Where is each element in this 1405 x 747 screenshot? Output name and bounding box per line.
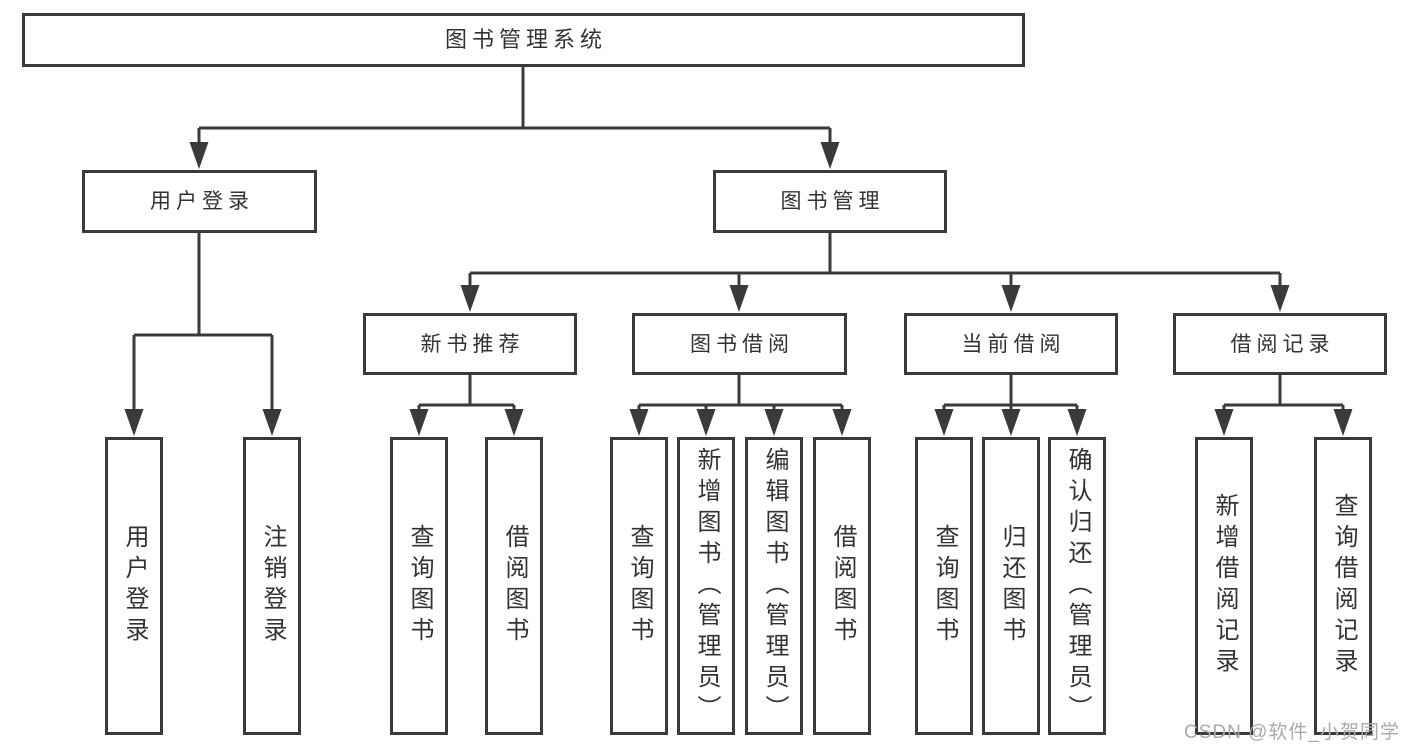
leaf-query-borrow-record: 查询借阅记录 — [1314, 437, 1372, 735]
leaf-borrow-books-borrowing: 借阅图书 — [813, 437, 871, 735]
leaf-query-books-recommend: 查询图书 — [390, 437, 448, 735]
leaf-edit-books-admin: 编辑图书（管理员） — [745, 437, 803, 735]
node-book-management: 图书管理 — [713, 170, 947, 233]
node-new-book-recommendation: 新书推荐 — [363, 313, 577, 375]
node-book-borrowing: 图书借阅 — [632, 313, 847, 375]
leaf-borrow-books-recommend: 借阅图书 — [485, 437, 543, 735]
leaf-query-books-current: 查询图书 — [915, 437, 973, 735]
watermark: CSDN @软件_小贺同学 — [1184, 722, 1400, 743]
node-borrowing-records: 借阅记录 — [1173, 313, 1387, 375]
leaf-add-books-admin: 新增图书（管理员） — [677, 437, 735, 735]
leaf-return-books: 归还图书 — [982, 437, 1040, 735]
leaf-query-books-borrowing: 查询图书 — [610, 437, 668, 735]
node-current-borrowing: 当前借阅 — [904, 313, 1118, 375]
node-user-login: 用户登录 — [82, 170, 317, 233]
arrowhead-icons — [124, 142, 1353, 436]
leaf-confirm-return-admin: 确认归还（管理员） — [1048, 437, 1106, 735]
leaf-logout: 注销登录 — [243, 437, 301, 735]
leaf-user-login: 用户登录 — [105, 437, 163, 735]
leaf-add-borrow-record: 新增借阅记录 — [1195, 437, 1253, 735]
node-root: 图书管理系统 — [22, 13, 1025, 67]
